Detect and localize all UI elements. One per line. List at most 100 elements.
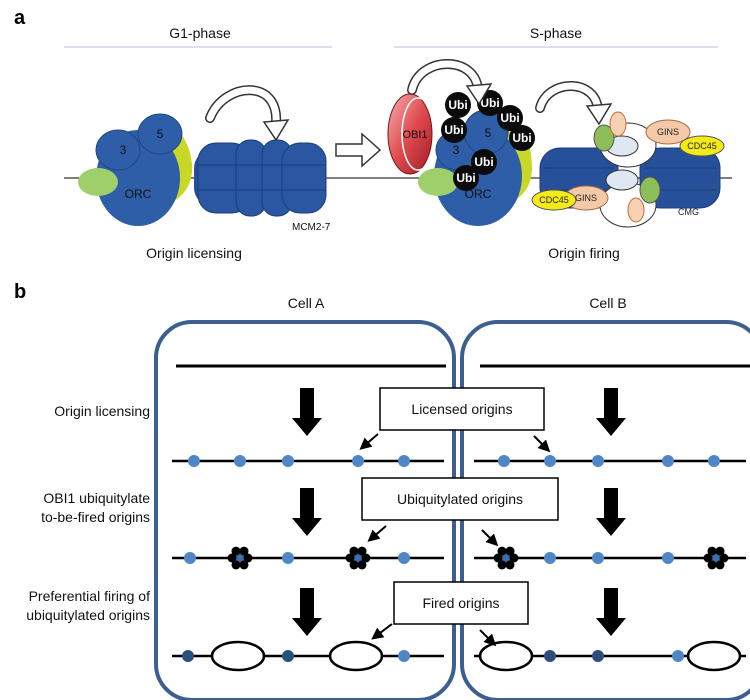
orc-sub5-label: 5 bbox=[157, 127, 164, 141]
licensed-origins-box bbox=[379, 387, 545, 431]
ubi-dot bbox=[349, 546, 359, 556]
origin-dot bbox=[282, 552, 294, 564]
orc-s-label: ORC bbox=[465, 187, 492, 201]
orc-s-sub3-label: 3 bbox=[453, 143, 460, 157]
orc-sub3-label: 3 bbox=[120, 143, 127, 157]
obi1-label: OBI1 bbox=[402, 129, 427, 141]
ubi-dot bbox=[231, 560, 241, 570]
ubi-dot bbox=[719, 553, 729, 563]
ubi-label: Ubi bbox=[474, 155, 493, 169]
ubiquitin-cluster-icon bbox=[703, 546, 729, 570]
ubiquitin-cluster-icon bbox=[227, 546, 253, 570]
origin-dot bbox=[592, 455, 604, 467]
ubi-dot bbox=[357, 546, 367, 556]
origin-dot bbox=[398, 650, 410, 662]
cell-a-label: Cell A bbox=[288, 295, 325, 311]
ubi-icon bbox=[441, 117, 467, 143]
ubi-dot bbox=[345, 553, 355, 563]
ubi-dot bbox=[509, 553, 519, 563]
ubi-icon bbox=[509, 125, 535, 151]
ubi-label: Ubi bbox=[512, 131, 531, 145]
s-phase-header: S-phase bbox=[530, 25, 582, 41]
ubi-label: Ubi bbox=[480, 96, 499, 110]
ubi-dot bbox=[357, 560, 367, 570]
ubi-dot bbox=[497, 546, 507, 556]
origin-dot bbox=[592, 650, 604, 662]
origin-dot bbox=[662, 552, 674, 564]
origin-dot bbox=[282, 455, 294, 467]
row3-label-line2: ubiquitylated origins bbox=[26, 607, 150, 623]
origin-dot bbox=[708, 455, 720, 467]
fired-origins-label: Fired origins bbox=[422, 595, 499, 611]
obi1-protein: OBI1 bbox=[387, 93, 435, 175]
origin-dot bbox=[544, 650, 556, 662]
ubi-dot bbox=[349, 560, 359, 570]
origin-dot bbox=[398, 455, 410, 467]
fired-origins-box bbox=[393, 581, 529, 625]
row1-label: Origin licensing bbox=[54, 403, 150, 419]
unmodified-origins bbox=[184, 552, 674, 564]
origin-dot bbox=[398, 552, 410, 564]
ubi-label: Ubi bbox=[456, 171, 475, 185]
cdc45-label-top: CDC45 bbox=[687, 141, 717, 151]
origin-dot bbox=[282, 650, 294, 662]
g1-phase-header: G1-phase bbox=[169, 25, 231, 41]
row2-label-line1: OBI1 ubiquitylate bbox=[43, 490, 150, 506]
ubi-dot bbox=[715, 546, 725, 556]
ubi-icon bbox=[497, 105, 523, 131]
origin-dot bbox=[544, 455, 556, 467]
cmg-label: CMG bbox=[678, 207, 699, 217]
origin-dot bbox=[182, 650, 194, 662]
ubi-icon bbox=[445, 92, 471, 118]
mcm-label: MCM2-7 bbox=[292, 222, 331, 233]
ubi-dot bbox=[243, 553, 253, 563]
panel-b-letter: b bbox=[14, 281, 26, 303]
replication-bubble bbox=[210, 640, 266, 672]
replication-bubble bbox=[328, 640, 384, 672]
mcm2-7-double-hexamer: MCM2-7 bbox=[194, 139, 331, 233]
ubi-dot bbox=[707, 560, 717, 570]
ubi-dot bbox=[231, 546, 241, 556]
licensed-origins bbox=[188, 455, 720, 467]
origin-dot bbox=[544, 552, 556, 564]
ubi-dot bbox=[497, 560, 507, 570]
origin-dot bbox=[662, 455, 674, 467]
ubi-dot bbox=[707, 546, 717, 556]
ubi-dot bbox=[239, 560, 249, 570]
orc-s-sub5-label: 5 bbox=[485, 126, 492, 140]
ubi-label: Ubi bbox=[444, 123, 463, 137]
progression-arrows bbox=[292, 388, 626, 636]
ubiquitylated-origins-box bbox=[361, 477, 559, 521]
ubiquitylated-origins bbox=[227, 546, 729, 570]
ubiquitylated-origins-label: Ubiquitylated origins bbox=[397, 491, 523, 507]
origin-dot bbox=[672, 650, 684, 662]
origin-licensing-caption: Origin licensing bbox=[146, 245, 242, 261]
ubiquitin-cluster-icon bbox=[345, 546, 371, 570]
panel-a-letter: a bbox=[14, 7, 26, 29]
ubi-dot bbox=[239, 546, 249, 556]
licensed-origins-label: Licensed origins bbox=[411, 401, 512, 417]
ubi-label: Ubi bbox=[448, 98, 467, 112]
ubi-dot bbox=[493, 553, 503, 563]
cell-b-label: Cell B bbox=[589, 295, 626, 311]
orc-label: ORC bbox=[125, 187, 152, 201]
origin-dot bbox=[352, 455, 364, 467]
origin-dot bbox=[188, 455, 200, 467]
gins-label-bottom: GINS bbox=[575, 193, 597, 203]
ubi-dot bbox=[505, 560, 515, 570]
cmg-complex: GINS GINS CDC45 CDC45 CMG bbox=[531, 111, 725, 228]
fired-origins bbox=[182, 640, 742, 672]
origin-firing-caption: Origin firing bbox=[548, 245, 620, 261]
callout-arrows bbox=[359, 433, 551, 647]
ubi-dot bbox=[703, 553, 713, 563]
ubi-label: Ubi bbox=[500, 111, 519, 125]
origin-dot bbox=[234, 455, 246, 467]
replication-bubble bbox=[686, 640, 742, 672]
origin-dot bbox=[592, 552, 604, 564]
row2-label-line2: to-be-fired origins bbox=[41, 509, 150, 525]
ubi-icon bbox=[453, 165, 479, 191]
ubi-dot bbox=[505, 546, 515, 556]
transition-arrow bbox=[335, 132, 382, 168]
ubi-dot bbox=[715, 560, 725, 570]
